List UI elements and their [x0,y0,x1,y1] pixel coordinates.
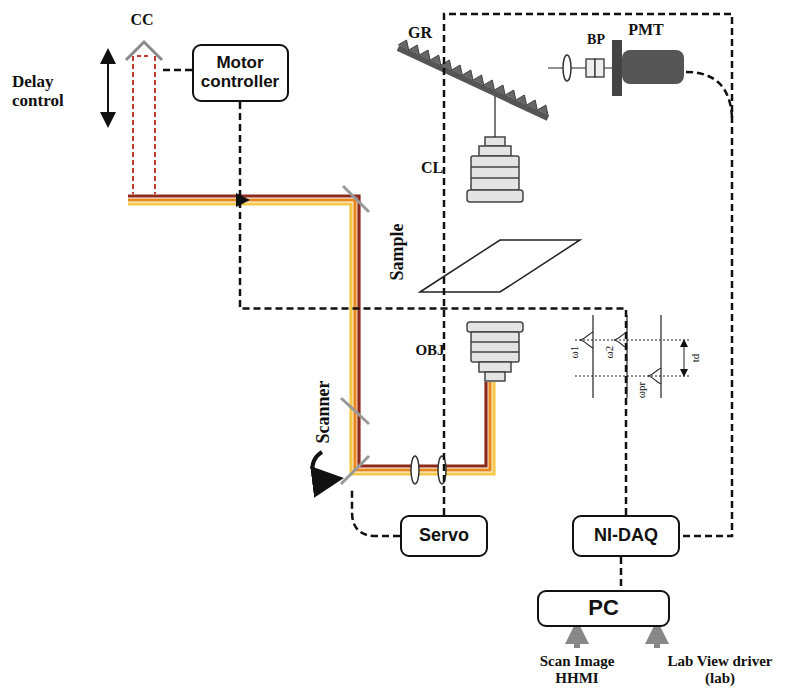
lens [411,456,419,484]
delay-beam [154,56,156,194]
bandpass-filter [586,59,604,77]
part-label: Sample [388,223,408,280]
pmt [612,40,684,96]
part-label: Scan Image HHMI [531,653,623,686]
part-label: Lab View driver (lab) [665,653,775,686]
pulse-timing-inset [575,315,690,398]
beam-line [128,200,490,470]
part-label: PMT [628,21,664,39]
corner-cube [126,42,162,60]
box-label: PC [588,596,619,620]
signal-wire [240,102,626,515]
scanner-wire [352,490,400,536]
box-label: NI-DAQ [594,526,658,546]
input-arrow [574,632,580,648]
device-box: NI-DAQ [572,515,680,557]
laser-beam [128,196,494,474]
control-wire [163,69,195,72]
scan-mirror [341,456,369,484]
beam-arrow [236,193,250,207]
part-label: ω2 [603,346,615,359]
part-label: OBJ [415,342,444,359]
part-label: td [689,354,701,363]
pmt-wire [686,72,732,118]
objective [467,322,523,381]
part-label: ω1 [568,346,580,359]
grating [398,40,548,118]
mirror [343,186,369,212]
part-label: ωpr [635,382,647,398]
input-arrow [654,632,660,648]
box-label: Motor controller [200,54,281,91]
device-box: Motor controller [192,44,289,102]
part-label: BP [587,32,605,47]
beam-line [128,196,486,466]
rotation-arrow [313,452,328,480]
part-label: Scanner [314,381,334,444]
signal-beam [494,96,495,137]
signal-wire [444,14,732,536]
grating-teeth [398,40,548,115]
device-box: Servo [400,515,488,557]
lens [563,55,571,81]
part-label: GR [408,24,432,42]
part-label: CL [421,159,443,177]
delay-arrow [107,56,109,120]
device-box: PC [537,590,670,627]
scan-mirror [341,398,369,424]
box-label: Servo [419,526,469,546]
signal-wire [620,557,623,590]
delay-beam [132,56,134,194]
part-label: CC [130,11,153,29]
grating-body [398,48,548,118]
part-label: Delay control [12,73,84,110]
delay-beam [137,55,151,57]
beam-line [128,204,494,474]
condenser [467,137,523,202]
